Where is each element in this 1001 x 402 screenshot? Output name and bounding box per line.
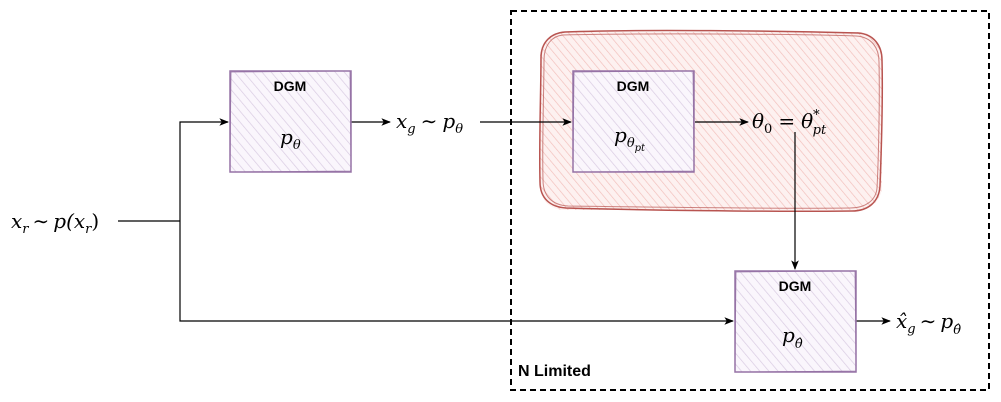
input-distribution-label: xr∼p(xr) xyxy=(11,209,99,237)
dgm-box-3: DGM pθ̂ xyxy=(734,270,857,373)
dgm-3-title: DGM xyxy=(779,278,812,294)
n-limited-region xyxy=(510,10,990,391)
dgm-2-title: DGM xyxy=(617,78,650,94)
theta-init-label: θ0=θ*pt xyxy=(752,108,827,138)
output-distribution-label: x̂g∼pθ̂ xyxy=(896,309,961,338)
dgm-2-param: pθpt xyxy=(614,123,646,154)
dgm-1-param: pθ xyxy=(280,125,301,153)
edge-to-dgm3 xyxy=(179,221,734,325)
connectors xyxy=(118,118,891,325)
dgm-box-1: DGM pθ xyxy=(229,70,352,173)
generated-sample-label: xg∼pθ xyxy=(396,109,463,137)
dgm-3-param: pθ̂ xyxy=(782,323,803,352)
dgm-box-2: DGM pθpt xyxy=(572,70,695,173)
edge-to-dgm1 xyxy=(179,118,229,221)
n-limited-label: N Limited xyxy=(518,363,591,380)
dgm-1-title: DGM xyxy=(274,78,307,94)
